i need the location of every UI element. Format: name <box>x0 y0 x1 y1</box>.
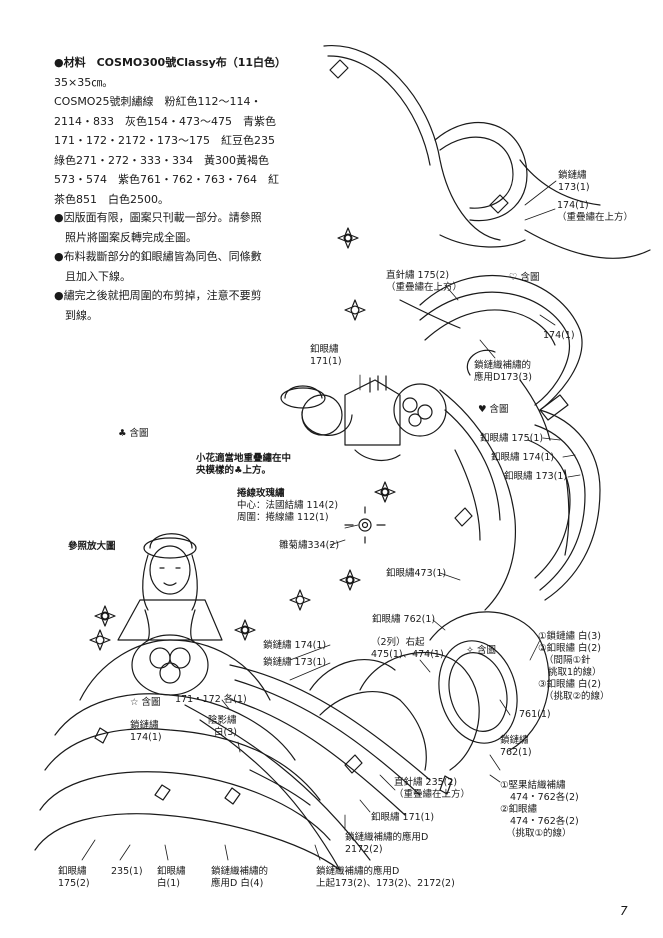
stitch-label: ①鎖鏈繡 白(3) ②釦眼繡 白(2) （間隔①針 挑取1的線） ③釦眼繡 白(… <box>538 631 610 702</box>
instruction-notes: ●因版面有限，圖案只刊載一部分。請參照 照片將圖案反轉完成全圖。 ●布料裁斷部分… <box>54 208 298 325</box>
included-motif-label: ☆ 含圖 <box>130 697 161 708</box>
page-number: 7 <box>620 904 628 918</box>
stitch-label: 174(1)（重疊繡在上方） <box>557 200 634 223</box>
stitch-label: 捲線玫瑰繡 中心：法國結繡 114(2) 周圍：捲線繡 112(1) <box>237 488 339 523</box>
materials-line: 171・172・2172・173～175 紅豆色235 <box>54 134 275 147</box>
stitch-label: 鎖鏈織補繡的應用D173(3) <box>474 360 532 383</box>
included-motif-label: ♣ 含圖 <box>118 428 149 439</box>
note-line: ●布料裁斷部分的釦眼繡皆為同色、同條數 <box>54 250 262 263</box>
sparkle-motifs <box>89 227 396 651</box>
leader-lines <box>81 180 581 861</box>
stitch-label: 直針繡 235(2)（重疊繡在上方） <box>394 777 471 800</box>
stitch-label: 761(1) <box>519 709 551 720</box>
stitch-label: 直針繡 175(2)（重疊繡在上方） <box>386 270 463 293</box>
note-label: 小花適當地重疊繡在中央模樣的♣上方。 <box>196 453 292 476</box>
stitch-label: 釦眼繡 174(1) <box>491 452 555 463</box>
right-skirt-stripes <box>419 275 601 611</box>
stitch-label: 釦眼繡473(1) <box>386 568 447 579</box>
stitch-label: 陰影繡白(3) <box>208 715 237 738</box>
included-motif-label: ♡ 含圖 <box>509 272 540 283</box>
top-ribbon-loop <box>323 45 651 259</box>
stitch-label: 釦眼繡 173(1) <box>504 471 568 482</box>
stitch-label: 171・172 各(1) <box>175 694 247 705</box>
stitch-label: 235(1) <box>111 866 143 877</box>
note-line: ●因版面有限，圖案只刊載一部分。請參照 <box>54 211 262 224</box>
large-girl-figure <box>34 533 341 871</box>
included-motif-label: ✧ 含圖 <box>466 645 496 656</box>
stitch-label: ①堅果結織補繡 474・762各(2) ②釦眼繡 474・762各(2) （挑取… <box>500 780 579 839</box>
stitch-label: 釦眼繡白(1) <box>157 866 186 889</box>
materials-line: ●材料 COSMO300號Classy布（11白色） <box>54 56 287 69</box>
diagonal-ribbon-band <box>184 664 431 871</box>
stitch-label: 鎖鏈繡 173(1) <box>263 657 327 668</box>
included-motif-label: ♥ 含圖 <box>478 404 509 415</box>
materials-line: 35×35㎝。 <box>54 75 114 89</box>
stitch-label: 釦眼繡 762(1) <box>372 614 436 625</box>
note-line: 照片將圖案反轉完成全圖。 <box>54 230 197 244</box>
materials-line: 573・574 紫色761・762・763・764 紅 <box>54 173 279 186</box>
small-girl-figure <box>280 375 447 462</box>
stitch-label: 鎖鏈繡 174(1) <box>263 640 327 651</box>
note-line: 到線。 <box>54 308 98 322</box>
chain-stitch-bands <box>249 299 570 806</box>
materials-line: 茶色851 白色2500。 <box>54 192 169 206</box>
materials-list: ●材料 COSMO300號Classy布（11白色） 35×35㎝。 COSMO… <box>54 53 298 209</box>
stitch-label: 釦眼繡 175(1) <box>480 433 544 444</box>
materials-line: COSMO25號刺繡線 粉紅色112～114・ <box>54 95 262 108</box>
stitch-label: 鎖鏈織補繡的應用D 白(4) <box>211 866 269 889</box>
materials-line: 2114・833 灰色154・473～475 青紫色 <box>54 114 276 128</box>
stitch-label: 釦眼繡 171(1) <box>371 812 435 823</box>
stitch-label: 雛菊繡334(2) <box>279 540 340 551</box>
materials-line: 綠色271・272・333・334 黃300黃褐色 <box>54 153 269 167</box>
stitch-label: 174(1) <box>543 330 575 341</box>
enlarged-view-label: 參照放大圖 <box>68 541 116 552</box>
note-line: ●繡完之後就把周圍的布剪掉，注意不要剪 <box>54 289 262 302</box>
note-line: 且加入下線。 <box>54 269 131 283</box>
